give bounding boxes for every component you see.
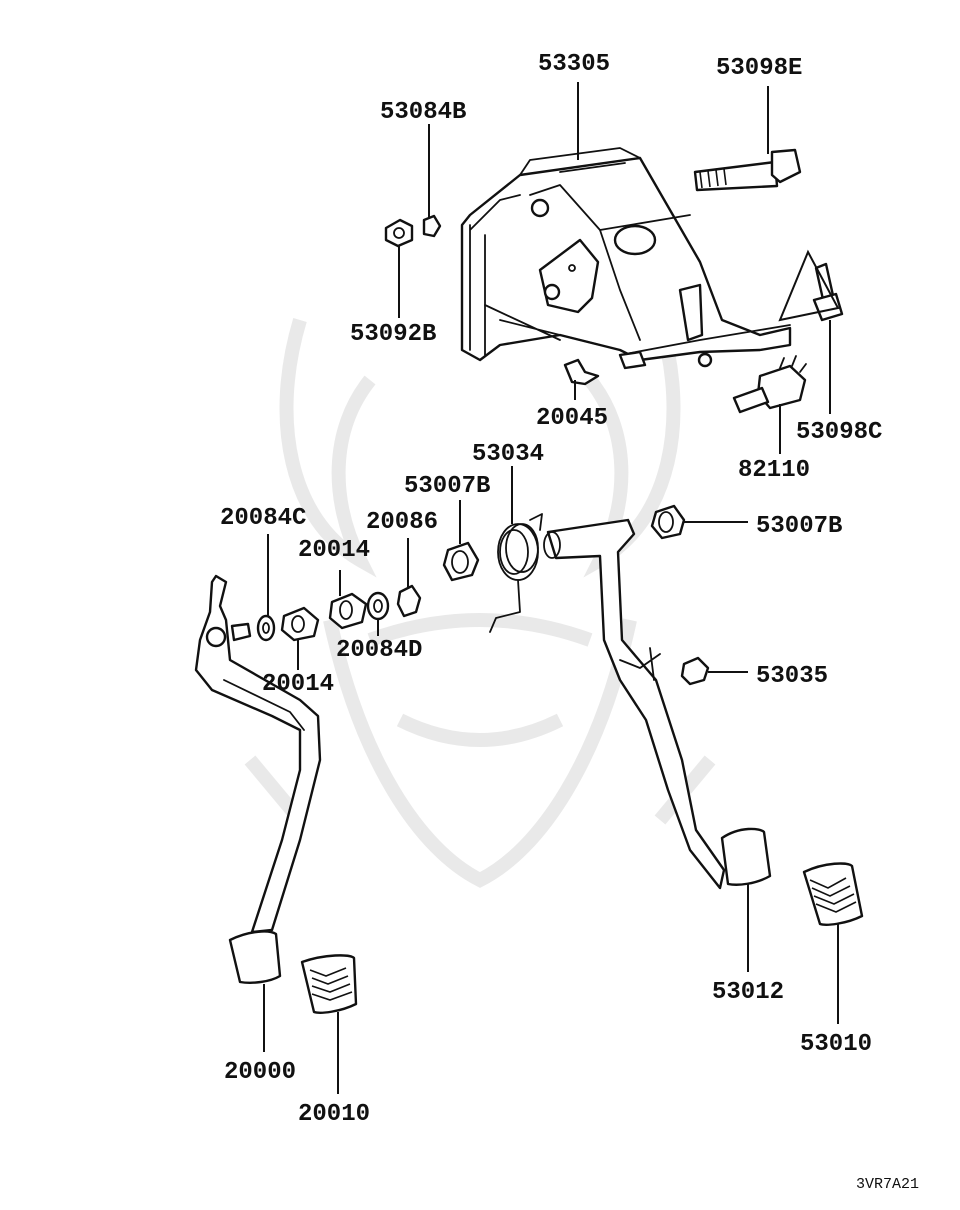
bolt-53098c <box>778 249 844 322</box>
nut-53092b <box>384 218 414 248</box>
label-20086: 20086 <box>366 509 438 536</box>
stop-lamp-switch-82110 <box>732 355 807 414</box>
brake-pedal-arm <box>543 518 726 890</box>
label-20084d: 20084D <box>336 637 422 664</box>
bushing-53007b-right <box>650 504 686 540</box>
bushing-20014-bottom <box>280 606 320 642</box>
label-53098c: 53098C <box>796 419 882 446</box>
clip-20086 <box>396 584 422 618</box>
label-53034: 53034 <box>472 441 544 468</box>
label-20045: 20045 <box>536 405 608 432</box>
stopper-53035 <box>680 656 710 686</box>
bushing-53007b-left <box>442 541 480 582</box>
clutch-pedal-pad-cover-20010 <box>300 954 358 1014</box>
label-20014-top: 20014 <box>298 537 370 564</box>
label-20000: 20000 <box>224 1059 296 1086</box>
clutch-pedal-arm <box>194 574 322 934</box>
label-20084c: 20084C <box>220 505 306 532</box>
diagram-code: 3VR7A21 <box>856 1176 919 1193</box>
brake-pedal-pad-cover-53010 <box>802 862 864 926</box>
brake-pedal-pad-53012 <box>720 827 772 886</box>
label-53084b: 53084B <box>380 99 466 126</box>
return-spring-53034 <box>489 513 543 633</box>
label-20010: 20010 <box>298 1101 370 1128</box>
label-53012: 53012 <box>712 979 784 1006</box>
label-53007b-spring: 53007B <box>404 473 490 500</box>
label-53098e: 53098E <box>716 55 802 82</box>
part-number-labels: 53305 53098E 53084B 53092B 20045 53098C … <box>220 51 919 1193</box>
washer-20084c <box>256 614 276 642</box>
leader-lines <box>263 82 839 1094</box>
bushing-20014-top <box>328 592 368 630</box>
label-53035: 53035 <box>756 663 828 690</box>
washer-53084b <box>422 214 442 238</box>
screw-20045 <box>563 358 600 386</box>
label-53305: 53305 <box>538 51 610 78</box>
label-53007b-right: 53007B <box>756 513 842 540</box>
washer-20084d <box>366 591 390 621</box>
watermark-emblem <box>244 317 716 888</box>
label-53092b: 53092B <box>350 321 436 348</box>
pedal-bracket <box>460 147 792 370</box>
label-82110: 82110 <box>738 457 810 484</box>
label-20014-bottom: 20014 <box>262 671 334 698</box>
clutch-pedal-pad-20000 <box>228 930 282 984</box>
bolt-53098e <box>693 148 802 192</box>
label-53010: 53010 <box>800 1031 872 1058</box>
